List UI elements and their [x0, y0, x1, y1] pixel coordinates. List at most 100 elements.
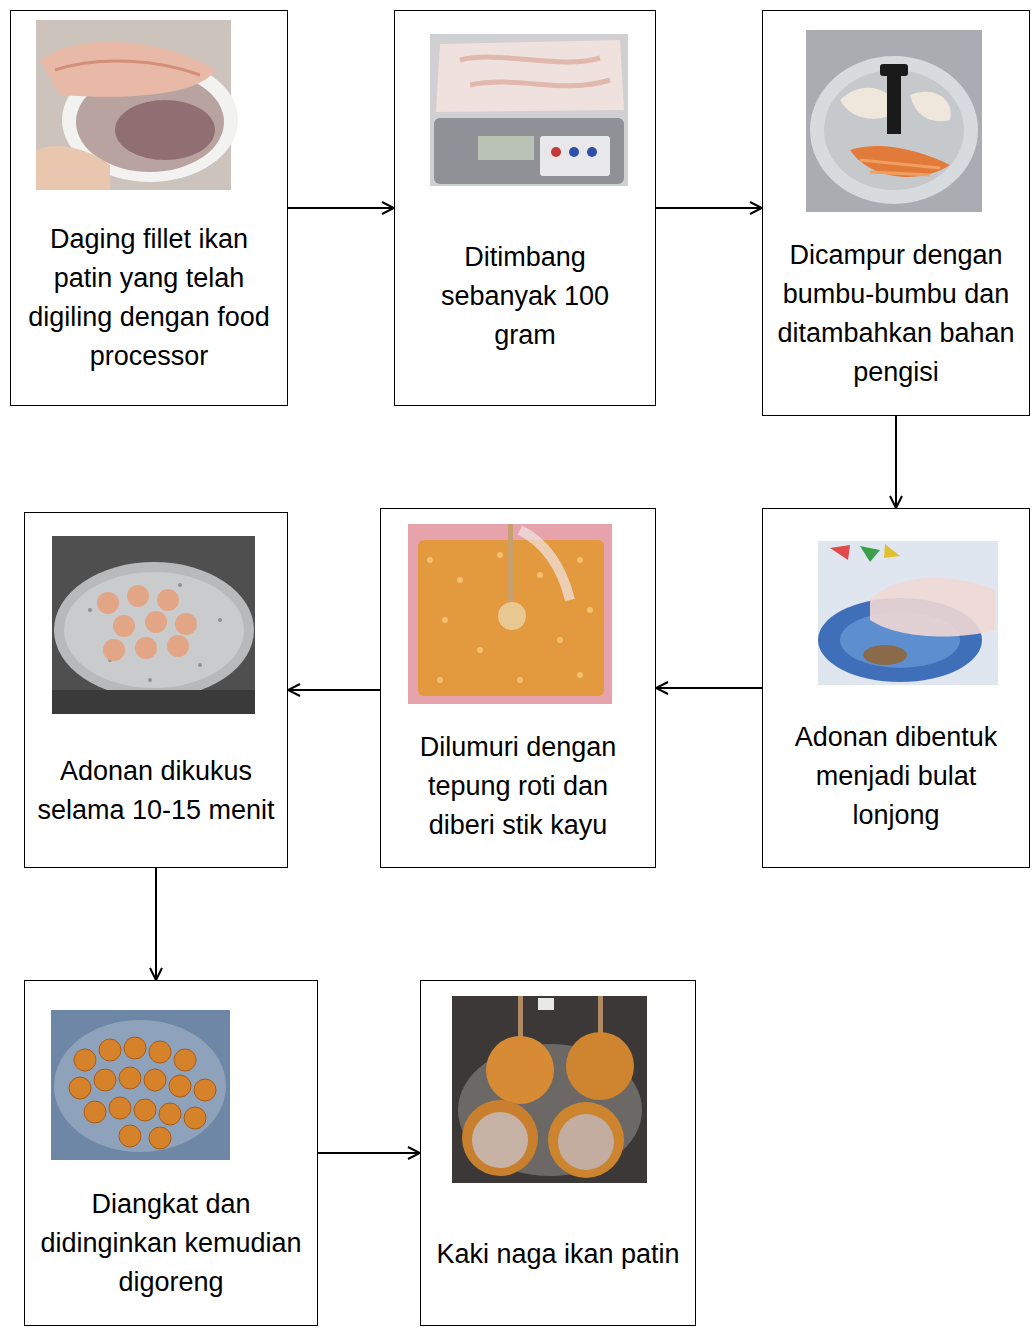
step-text: Dilumuri dengan tepung roti dan diberi s… [381, 728, 655, 845]
photo-breadcrumbs [587, 607, 593, 613]
photo-cooled-balls [51, 1010, 230, 1160]
photo-cooled-balls [149, 1127, 171, 1149]
photo-breadcrumbs [477, 647, 483, 653]
photo-steamer [198, 663, 202, 667]
step-text: Diangkat dan didinginkan kemudian digore… [25, 1185, 317, 1302]
text-area: Daging fillet ikan patin yang telah digi… [11, 191, 287, 405]
step-text: Adonan dikukus selama 10-15 menit [25, 752, 287, 830]
photo-cooled-balls [174, 1049, 196, 1071]
step-text: Ditimbang sebanyak 100 gram [395, 238, 655, 355]
photo-steamer [145, 611, 167, 633]
photo-final-product [452, 996, 647, 1183]
photo-cooled-balls [99, 1039, 121, 1061]
photo-breadcrumbs [437, 677, 443, 683]
photo-scale [436, 40, 624, 112]
photo-breadcrumbs [408, 524, 612, 704]
photo-steamer [135, 637, 157, 659]
text-area: Ditimbang sebanyak 100 gram [395, 187, 655, 405]
photo-breadcrumbs [517, 677, 523, 683]
photo-steamer [88, 608, 92, 612]
photo-steamer [52, 536, 255, 714]
photo-breadcrumbs [537, 572, 543, 578]
photo-cooled-balls [94, 1069, 116, 1091]
step-text: Daging fillet ikan patin yang telah digi… [11, 220, 287, 376]
photo-food-processor [910, 92, 951, 121]
process-box: Daging fillet ikan patin yang telah digi… [10, 10, 288, 406]
flow-arrow [318, 1152, 420, 1154]
process-box: Ditimbang sebanyak 100 gram [394, 10, 656, 406]
flow-arrow [155, 868, 157, 980]
process-box: Adonan dibentuk menjadi bulat lonjong [762, 508, 1030, 868]
photo-final-product [486, 1036, 554, 1104]
photo-food-processor [824, 70, 964, 190]
photo-cooled-balls [84, 1101, 106, 1123]
photo-shaping [870, 578, 995, 636]
photo-steamer [52, 690, 255, 714]
photo-breadcrumbs [427, 557, 433, 563]
photo-shaping [884, 544, 900, 558]
photo-scale [430, 34, 628, 186]
photo-steamer [127, 585, 149, 607]
photo-scale [569, 147, 579, 157]
process-box: Dilumuri dengan tepung roti dan diberi s… [380, 508, 656, 868]
photo-steamer [97, 592, 119, 614]
text-area: Dicampur dengan bumbu-bumbu dan ditambah… [763, 213, 1029, 415]
photo-breadcrumbs [442, 617, 448, 623]
photo-cooled-balls [51, 1010, 230, 1160]
photo-final-product [452, 996, 647, 1183]
photo-fish-fillet [36, 20, 238, 190]
photo-breadcrumbs [520, 530, 570, 600]
photo-scale [478, 136, 534, 160]
photo-fish-fillet [36, 146, 110, 190]
photo-final-product [566, 1032, 634, 1100]
photo-breadcrumbs [457, 577, 463, 583]
photo-final-product [548, 1102, 624, 1178]
photo-cooled-balls [74, 1049, 96, 1071]
photo-breadcrumbs [577, 557, 583, 563]
photo-cooled-balls [119, 1125, 141, 1147]
photo-breadcrumbs [497, 552, 503, 558]
photo-final-product [472, 1112, 528, 1168]
process-box: Kaki naga ikan patin [420, 980, 696, 1326]
photo-final-product [462, 1100, 538, 1176]
flow-arrow [288, 207, 394, 209]
photo-food-processor [860, 160, 940, 175]
flow-arrow [895, 416, 897, 508]
text-area: Diangkat dan didinginkan kemudian digore… [25, 1161, 317, 1325]
photo-shaping [860, 546, 880, 562]
photo-fish-fillet [55, 61, 200, 75]
photo-cooled-balls [159, 1103, 181, 1125]
photo-breadcrumbs [508, 524, 513, 614]
photo-steamer [218, 618, 222, 622]
photo-steamer [64, 572, 244, 688]
text-area: Dilumuri dengan tepung roti dan diberi s… [381, 705, 655, 867]
photo-scale [460, 57, 610, 86]
photo-steamer [52, 536, 255, 714]
photo-scale [540, 136, 610, 176]
photo-cooled-balls [149, 1041, 171, 1063]
photo-cooled-balls [119, 1067, 141, 1089]
photo-cooled-balls [194, 1079, 216, 1101]
process-box: Adonan dikukus selama 10-15 menit [24, 512, 288, 868]
step-text: Adonan dibentuk menjadi bulat lonjong [763, 718, 1029, 835]
photo-breadcrumbs [498, 602, 526, 630]
photo-cooled-balls [69, 1037, 216, 1149]
photo-food-processor [810, 56, 978, 204]
photo-shaping [818, 541, 998, 685]
photo-breadcrumbs [577, 672, 583, 678]
photo-steamer [54, 562, 254, 698]
photo-steamer [178, 583, 182, 587]
photo-final-product [558, 1114, 614, 1170]
photo-cooled-balls [124, 1037, 146, 1059]
step-text: Kaki naga ikan patin [424, 1235, 691, 1274]
photo-scale [587, 147, 597, 157]
photo-cooled-balls [69, 1077, 91, 1099]
photo-breadcrumbs [557, 637, 563, 643]
flow-arrow [656, 687, 762, 689]
photo-cooled-balls [134, 1099, 156, 1121]
photo-fish-fillet [40, 42, 215, 97]
flow-arrow [656, 207, 762, 209]
